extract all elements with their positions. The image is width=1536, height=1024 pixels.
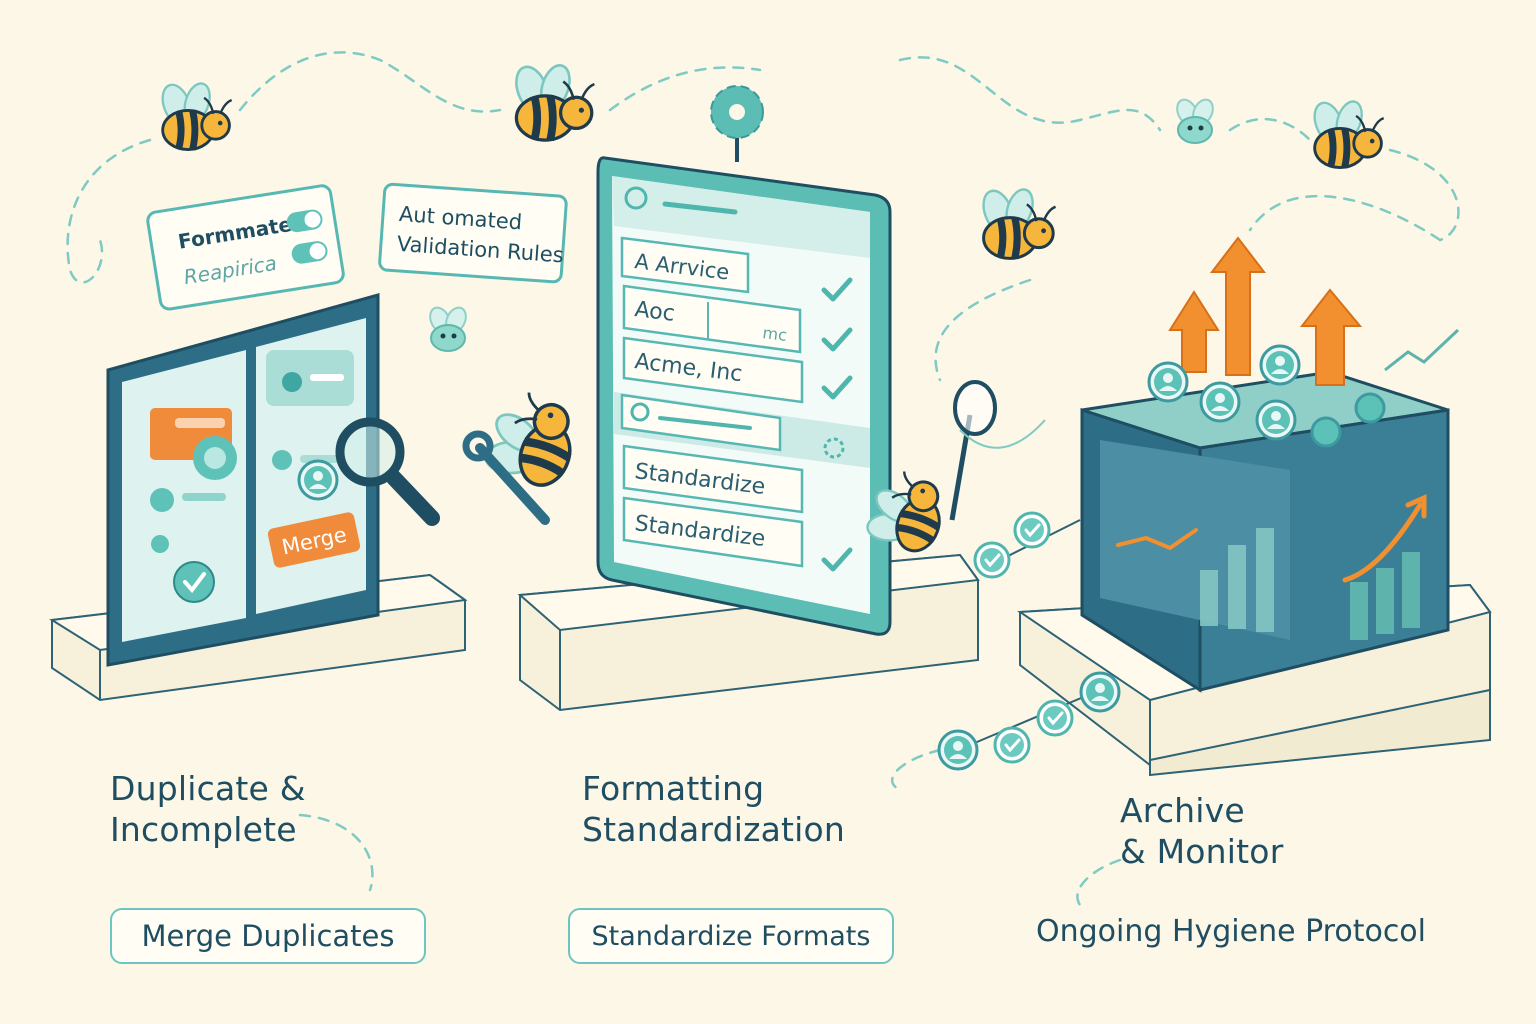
standardize-formats-button[interactable]: Standardize Formats bbox=[568, 908, 894, 964]
validation-rules-note: Aut omated Validation Rules bbox=[378, 182, 568, 284]
stage3-title-line2: & Monitor bbox=[1120, 832, 1284, 871]
stage1-title-line1: Duplicate & bbox=[110, 769, 306, 808]
bug-net-icon bbox=[949, 380, 1046, 521]
merge-duplicates-button[interactable]: Merge Duplicates bbox=[110, 908, 426, 964]
stage3-title: Archive & Monitor bbox=[1120, 790, 1283, 872]
merge-badge[interactable]: Merge bbox=[267, 511, 361, 568]
format-row-2-sub: mc bbox=[762, 323, 789, 345]
flight-path-lines bbox=[66, 51, 1460, 907]
stage3-title-line1: Archive bbox=[1120, 791, 1245, 830]
ongoing-hygiene-protocol-label: Ongoing Hygiene Protocol bbox=[1036, 914, 1426, 949]
stage1-title: Duplicate & Incomplete bbox=[110, 768, 306, 850]
gear-icon bbox=[710, 85, 764, 162]
check-node-chain bbox=[937, 511, 1121, 771]
stage2-title: Formatting Standardization bbox=[582, 768, 845, 850]
stage2-tablet: A Arrvice Aoc mc Acme, Inc Standardize S… bbox=[596, 156, 892, 636]
formatted-toggle-card: Formmated Reapirica bbox=[146, 184, 345, 311]
stage2-title-line2: Standardization bbox=[582, 810, 846, 849]
stage2-title-line1: Formatting bbox=[582, 769, 765, 808]
growth-arrows bbox=[1168, 236, 1363, 386]
format-row-2: Aoc bbox=[633, 297, 676, 327]
stage1-title-line2: Incomplete bbox=[110, 810, 297, 849]
trend-arrow-icon bbox=[1384, 328, 1460, 372]
user-nodes bbox=[1147, 344, 1386, 448]
wrench-icon bbox=[462, 430, 550, 525]
